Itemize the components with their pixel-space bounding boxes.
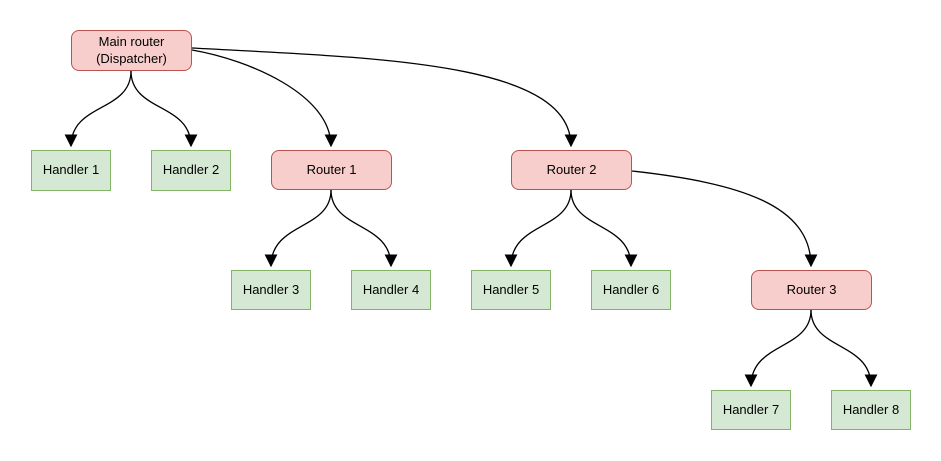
node-handler-5: Handler 5 bbox=[471, 270, 551, 310]
edge-router-2-to-handler-6 bbox=[570, 189, 638, 268]
router-3-label: Router 3 bbox=[786, 281, 837, 297]
handler-1-label: Handler 1 bbox=[42, 162, 100, 178]
handler-3-label: Handler 3 bbox=[242, 281, 300, 297]
node-router-1: Router 1 bbox=[271, 150, 392, 190]
edge-router-2-to-router-3 bbox=[631, 170, 818, 268]
edge-router-1-to-handler-3 bbox=[264, 189, 332, 268]
node-router-3: Router 3 bbox=[751, 270, 872, 310]
node-handler-4: Handler 4 bbox=[351, 270, 431, 310]
edge-main-router-to-handler-1 bbox=[64, 70, 132, 148]
node-handler-3: Handler 3 bbox=[231, 270, 311, 310]
handler-2-label: Handler 2 bbox=[162, 162, 220, 178]
edge-router-2-to-handler-5 bbox=[504, 189, 572, 268]
edge-main-router-to-handler-2 bbox=[130, 70, 198, 148]
edge-router-3-to-handler-7 bbox=[744, 309, 812, 388]
edge-main-router-to-router-2 bbox=[191, 47, 578, 148]
main-router-label-line-2: (Dispatcher) bbox=[96, 50, 167, 66]
router-2-label: Router 2 bbox=[546, 161, 597, 177]
edge-router-3-to-handler-8 bbox=[810, 309, 878, 388]
node-router-2: Router 2 bbox=[511, 150, 632, 190]
node-handler-8: Handler 8 bbox=[831, 390, 911, 430]
edge-router-1-to-handler-4 bbox=[330, 189, 398, 268]
router-1-label: Router 1 bbox=[306, 161, 357, 177]
main-router-label-line-1: Main router bbox=[98, 33, 165, 49]
node-handler-7: Handler 7 bbox=[711, 390, 791, 430]
node-handler-6: Handler 6 bbox=[591, 270, 671, 310]
handler-8-label: Handler 8 bbox=[842, 401, 900, 417]
edge-main-router-to-router-1 bbox=[191, 49, 338, 148]
handler-5-label: Handler 5 bbox=[482, 281, 540, 297]
handler-4-label: Handler 4 bbox=[362, 281, 420, 297]
node-main-router: Main router(Dispatcher) bbox=[71, 30, 192, 71]
node-handler-1: Handler 1 bbox=[31, 150, 111, 191]
handler-6-label: Handler 6 bbox=[602, 281, 660, 297]
handler-7-label: Handler 7 bbox=[722, 401, 780, 417]
node-handler-2: Handler 2 bbox=[151, 150, 231, 191]
